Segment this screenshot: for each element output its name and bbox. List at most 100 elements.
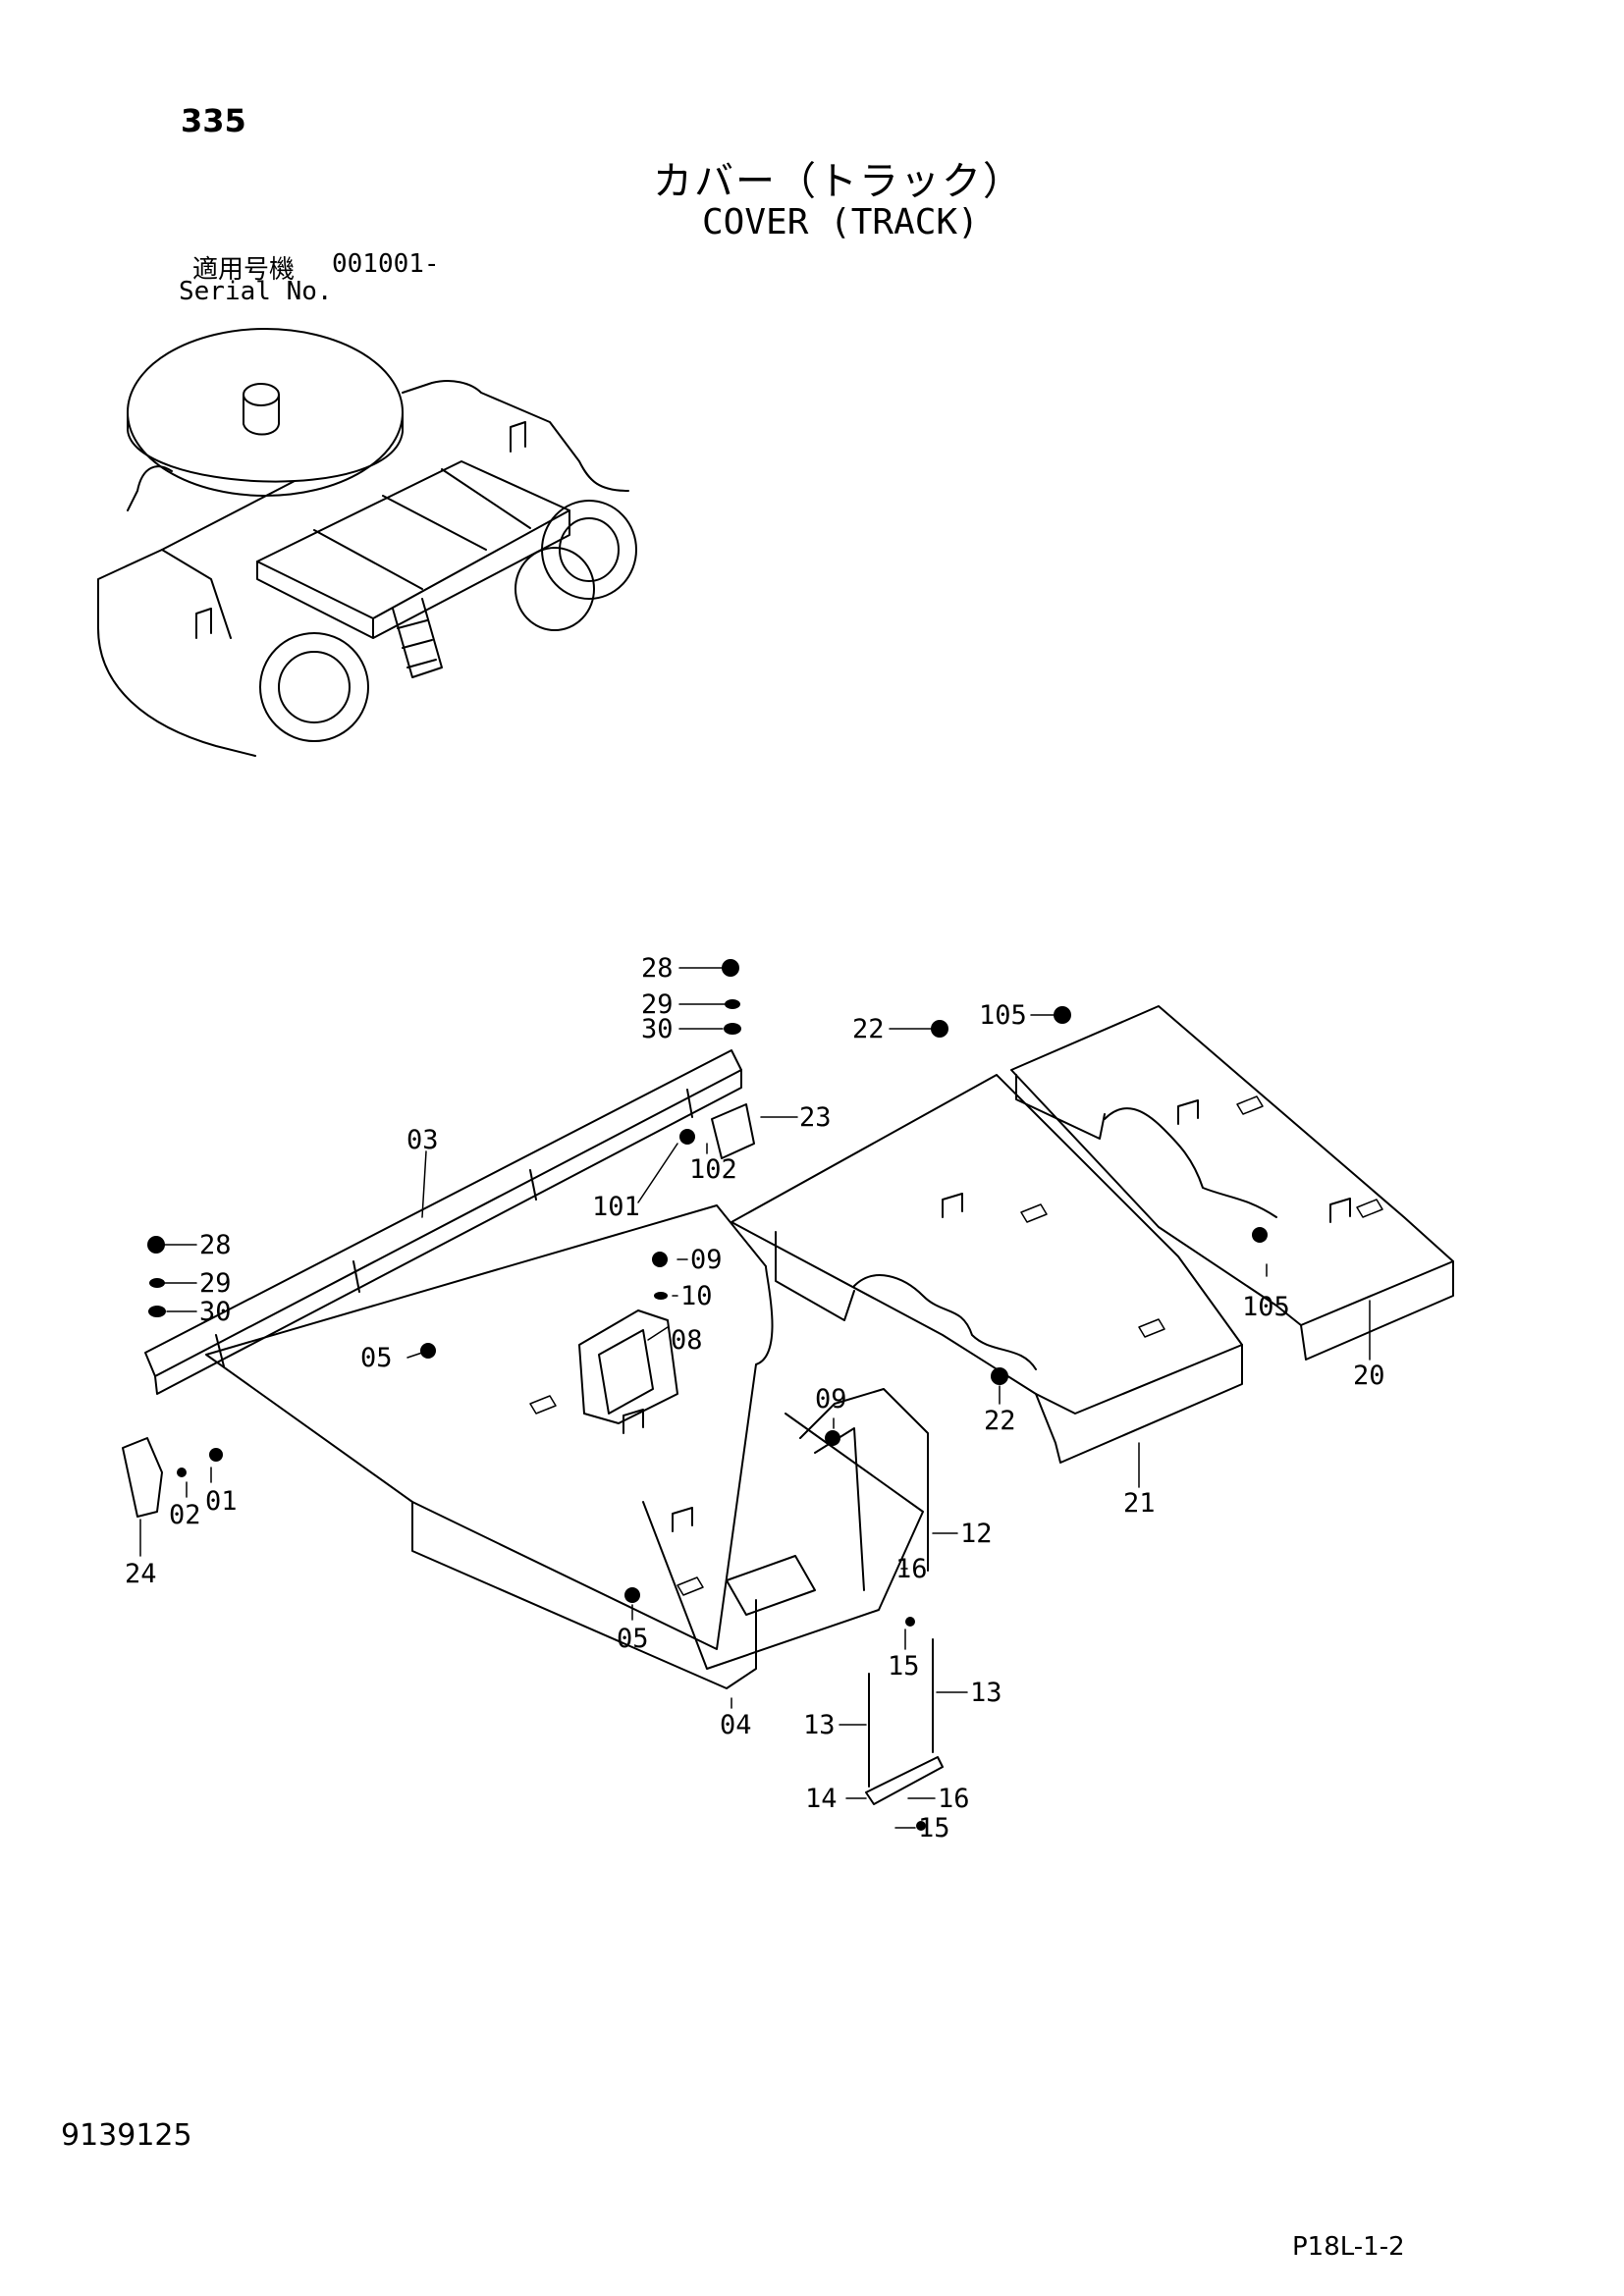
callout-21: 21 (1123, 1488, 1156, 1519)
serial-label-english: Serial No. (179, 277, 333, 306)
cover-box-sides (256, 509, 570, 639)
bolt-09-right (825, 1430, 840, 1446)
cover-04-step (726, 1555, 816, 1616)
serial-value: 001001- (332, 249, 440, 279)
ladder (392, 598, 443, 678)
callout-29-left: 29 (199, 1268, 232, 1299)
overview-illustration (97, 328, 637, 757)
callout-24: 24 (125, 1559, 157, 1589)
callout-29-top: 29 (641, 989, 674, 1020)
callout-105-top: 105 (979, 1000, 1027, 1031)
callout-12: 12 (960, 1519, 993, 1549)
document-number: 9139125 (61, 2118, 192, 2153)
callout-05-top: 05 (360, 1343, 393, 1373)
callout-22-top: 22 (852, 1014, 885, 1044)
washer-29-left (149, 1278, 165, 1288)
cover-box-top (256, 460, 570, 619)
callout-15-bottom: 15 (918, 1813, 950, 1843)
bolt-05-top (420, 1343, 436, 1359)
cover-box-segments (313, 468, 531, 590)
bolt-22-top (931, 1020, 948, 1038)
callout-13-right: 13 (970, 1678, 1002, 1708)
roller-front-right-inner (559, 517, 620, 582)
handle-marks (623, 1099, 1351, 1532)
serial-label-japanese: 適用号機 (192, 255, 296, 285)
side-frame-03-flange (154, 1069, 742, 1395)
callout-01: 01 (205, 1486, 238, 1517)
center-joint-body (243, 394, 280, 436)
washer-02 (177, 1468, 187, 1477)
washer-30-top (724, 1023, 741, 1035)
cover-21-side (1035, 1344, 1243, 1464)
guide-brackets (195, 421, 526, 639)
callout-28-left: 28 (199, 1230, 232, 1260)
washer-30-left (148, 1306, 166, 1317)
turntable-rim (127, 411, 404, 483)
callout-16-top: 16 (895, 1554, 928, 1584)
bolt-15-bottom (916, 1821, 926, 1831)
roller-front-right (541, 500, 637, 600)
bolt-101 (679, 1129, 695, 1145)
fasteners (147, 959, 1268, 1831)
cover-20-top (1010, 1005, 1454, 1326)
bolt-15-top (905, 1617, 915, 1627)
cover-04-side (411, 1501, 757, 1689)
callout-102: 102 (689, 1154, 737, 1185)
bolt-01 (209, 1448, 223, 1462)
callout-05-bottom: 05 (617, 1624, 649, 1654)
bolt-22-right (991, 1367, 1008, 1385)
cover-04-slope (642, 1413, 924, 1670)
callout-101: 101 (592, 1192, 640, 1222)
title-japanese: カバー（トラック） (653, 159, 1024, 204)
callout-02: 02 (169, 1500, 201, 1530)
title-english: COVER (TRACK) (702, 202, 979, 242)
callout-14: 14 (805, 1784, 838, 1814)
callout-30-left: 30 (199, 1297, 232, 1327)
callout-13-left: 13 (803, 1710, 836, 1740)
track-frame-outline (127, 465, 232, 639)
handrail-12 (799, 1388, 929, 1591)
lower-bracket-14 (865, 1756, 944, 1805)
center-joint (243, 383, 280, 406)
bolt-105-right (1252, 1227, 1268, 1243)
callout-03: 03 (406, 1125, 439, 1155)
callout-09-center: 09 (690, 1245, 723, 1275)
roller-front-left (259, 632, 369, 742)
bracket-08 (578, 1309, 678, 1424)
cover-21-edge (775, 1231, 855, 1321)
callout-105-right: 105 (1242, 1292, 1290, 1322)
leader-lines (139, 967, 1371, 1829)
callout-10: 10 (680, 1281, 713, 1311)
bolt-28-top (722, 959, 739, 977)
bracket-23 (711, 1103, 755, 1159)
washer-10 (654, 1292, 668, 1300)
mesh-marks (529, 1095, 1383, 1596)
cover-20-edge (1015, 1074, 1106, 1140)
callout-30-top: 30 (641, 1014, 674, 1044)
callout-20: 20 (1353, 1361, 1385, 1391)
roller-rear-right (514, 547, 595, 631)
roller-front-left-inner (278, 651, 351, 723)
bolt-28-left (147, 1236, 165, 1254)
track-frame-right (402, 380, 629, 492)
cover-20-side (1300, 1260, 1454, 1361)
page-number: 335 (181, 102, 246, 139)
callout-04: 04 (720, 1710, 752, 1740)
side-frame-03 (144, 1049, 742, 1377)
cover-21-cutaway (853, 1274, 1037, 1370)
turntable-disc (127, 328, 404, 497)
main-parts-diagram (122, 959, 1454, 1831)
callout-08: 08 (671, 1325, 703, 1356)
bolt-105-top (1054, 1006, 1071, 1024)
cover-04-top (205, 1204, 774, 1650)
callout-22-right: 22 (984, 1406, 1016, 1436)
callout-16-bottom: 16 (938, 1784, 970, 1814)
callout-15-top: 15 (888, 1651, 920, 1682)
callout-labels: 28 29 30 22 105 03 23 102 101 28 29 30 0… (125, 953, 1385, 1843)
cover-20-cutaway (1104, 1107, 1277, 1218)
washer-29-top (725, 999, 740, 1009)
callout-28-top: 28 (641, 953, 674, 984)
bolt-09-center (652, 1252, 668, 1267)
bracket-24 (122, 1437, 163, 1518)
